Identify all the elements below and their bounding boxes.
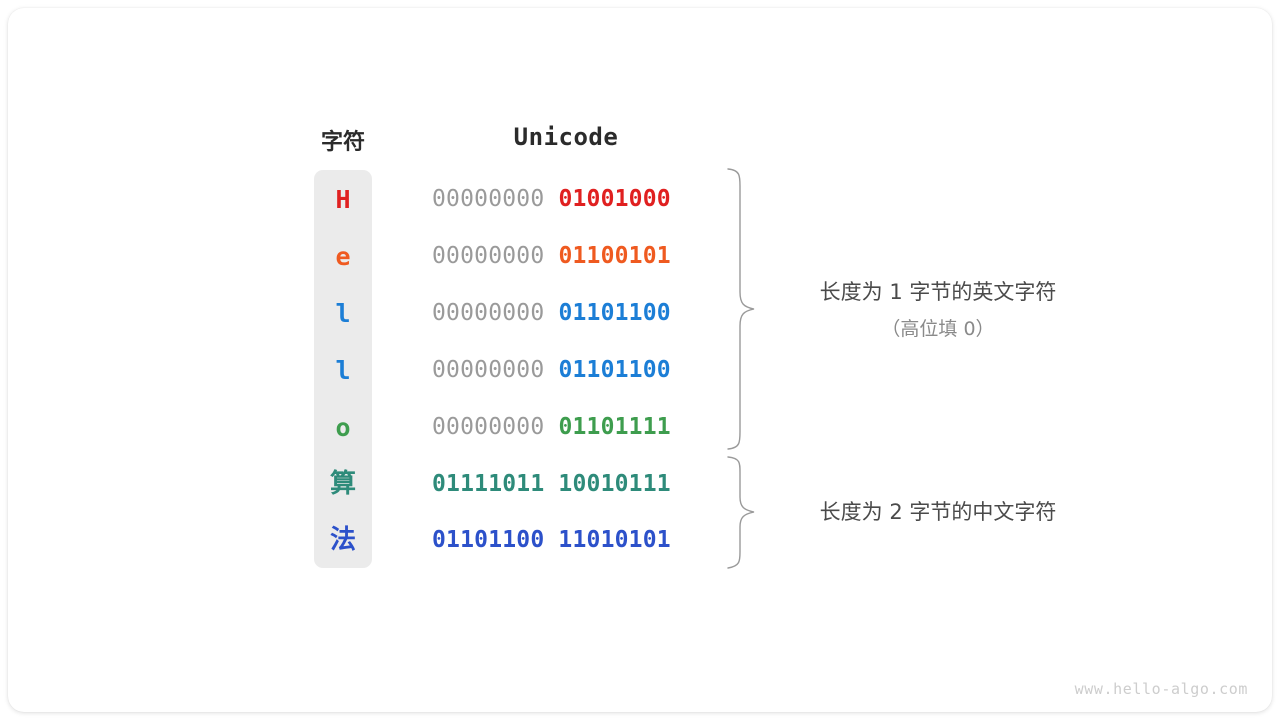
unicode-binary-row: 00000000 01101100 [432,342,700,399]
unicode-value-bits: 01101100 11010101 [432,527,671,554]
character-cell: 算 [329,468,356,499]
unicode-value-bits: 01100101 [558,242,671,269]
column-header-character: 字符 [320,129,365,154]
annotation-one-byte-sub: （高位填 0） [881,318,995,340]
character-column-background [314,170,372,568]
character-cell: e [335,241,351,271]
watermark-url: www.hello-algo.com [1074,680,1248,698]
unicode-padding-byte: 00000000 [432,356,559,383]
character-cell: l [335,355,351,385]
unicode-padding-byte: 00000000 [432,186,559,212]
unicode-padding-byte: 00000000 [432,299,559,326]
unicode-padding-byte: 00000000 [432,242,559,269]
character-cell: 法 [329,525,356,556]
unicode-binary-row: 00000000 01101100 [432,285,700,342]
unicode-binary-row: 01111011 10010111 [432,456,700,513]
unicode-binary-row: 00000000 01101111 [432,399,700,456]
annotation-two-byte-main: 长度为 2 字节的中文字符 [819,500,1057,524]
brace-two-byte-group [724,454,758,572]
character-cell: H [335,185,351,214]
brace-one-byte-group [724,166,758,452]
unicode-binary-row: 00000000 01001000 [432,171,700,228]
unicode-value-bits: 01001000 [558,186,671,212]
annotation-one-byte-main: 长度为 1 字节的英文字符 [819,280,1057,304]
unicode-value-bits: 01101111 [558,413,671,440]
unicode-binary-row: 01101100 11010101 [432,512,700,569]
unicode-value-bits: 01111011 10010111 [432,470,671,497]
character-cell: l [335,298,351,328]
unicode-value-bits: 01101100 [558,299,671,326]
character-cell: o [335,412,351,442]
unicode-value-bits: 01101100 [558,356,671,383]
column-header-unicode: Unicode [513,123,619,151]
unicode-binary-row: 00000000 01100101 [432,228,700,285]
annotation-one-byte: 长度为 1 字节的英文字符 （高位填 0） [758,276,1118,341]
annotation-two-byte: 长度为 2 字节的中文字符 [758,496,1118,526]
unicode-padding-byte: 00000000 [432,413,559,440]
